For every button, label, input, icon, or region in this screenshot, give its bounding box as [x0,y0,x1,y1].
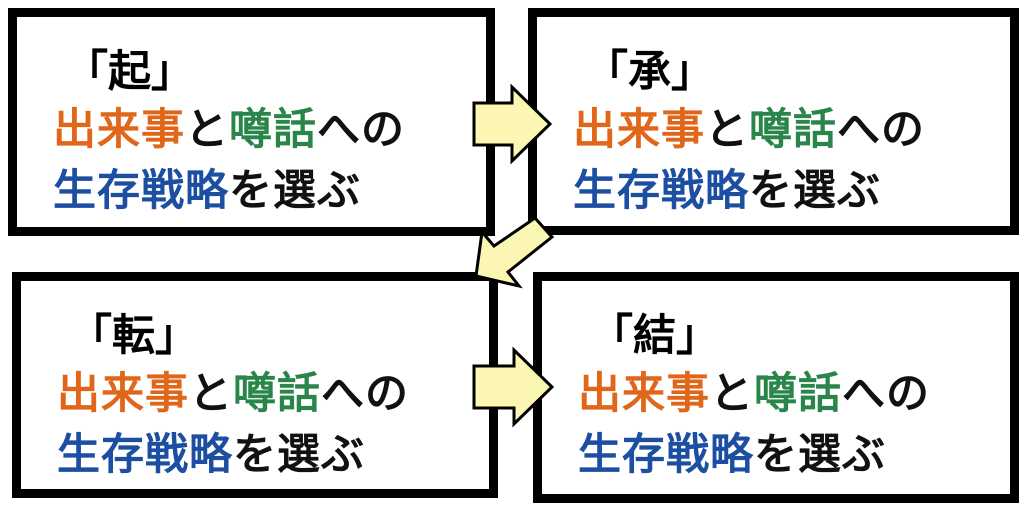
suffix-text: への [842,369,930,419]
arrow-down-left-icon [474,216,555,289]
strategy-text: 生存戦略 [573,166,749,216]
particle-text: と [185,105,229,155]
panel-line-1: 出来事と噂話への [53,109,405,152]
suffix-text: への [321,369,409,419]
particle-text: と [189,369,233,419]
choose-text: を選ぶ [749,166,881,216]
rumor-text: 噂話 [754,369,842,419]
panel-title: 「結」 [590,311,719,361]
rumor-text: 噂話 [229,105,317,155]
particle-text: と [705,105,749,155]
event-text: 出来事 [573,105,705,155]
panel-line-1: 出来事と噂話への [578,373,930,416]
panel-line-1: 出来事と噂話への [57,373,409,416]
panel-title: 「転」 [69,311,198,361]
arrow-right-icon [472,346,555,428]
panel-line-1: 出来事と噂話への [573,109,925,152]
rumor-text: 噂話 [749,105,837,155]
panel-ki: 「起」 出来事と噂話への 生存戦略を選ぶ [8,8,495,236]
event-text: 出来事 [53,105,185,155]
strategy-text: 生存戦略 [57,430,233,480]
panel-title: 「承」 [585,47,714,97]
panel-sho: 「承」 出来事と噂話への 生存戦略を選ぶ [528,8,1019,235]
panel-line-2: 生存戦略を選ぶ [57,434,365,477]
panel-line-2: 生存戦略を選ぶ [53,170,361,213]
panel-line-2: 生存戦略を選ぶ [573,170,881,213]
event-text: 出来事 [57,369,189,419]
event-text: 出来事 [578,369,710,419]
panel-ten: 「転」 出来事と噂話への 生存戦略を選ぶ [12,272,498,498]
panel-title: 「起」 [65,47,194,97]
strategy-text: 生存戦略 [578,430,754,480]
choose-text: を選ぶ [233,430,365,480]
choose-text: を選ぶ [229,166,361,216]
strategy-text: 生存戦略 [53,166,229,216]
panel-ketsu: 「結」 出来事と噂話への 生存戦略を選ぶ [533,272,1019,503]
arrow-right-icon [472,83,553,165]
choose-text: を選ぶ [754,430,886,480]
suffix-text: への [837,105,925,155]
panel-line-2: 生存戦略を選ぶ [578,434,886,477]
particle-text: と [710,369,754,419]
rumor-text: 噂話 [233,369,321,419]
suffix-text: への [317,105,405,155]
